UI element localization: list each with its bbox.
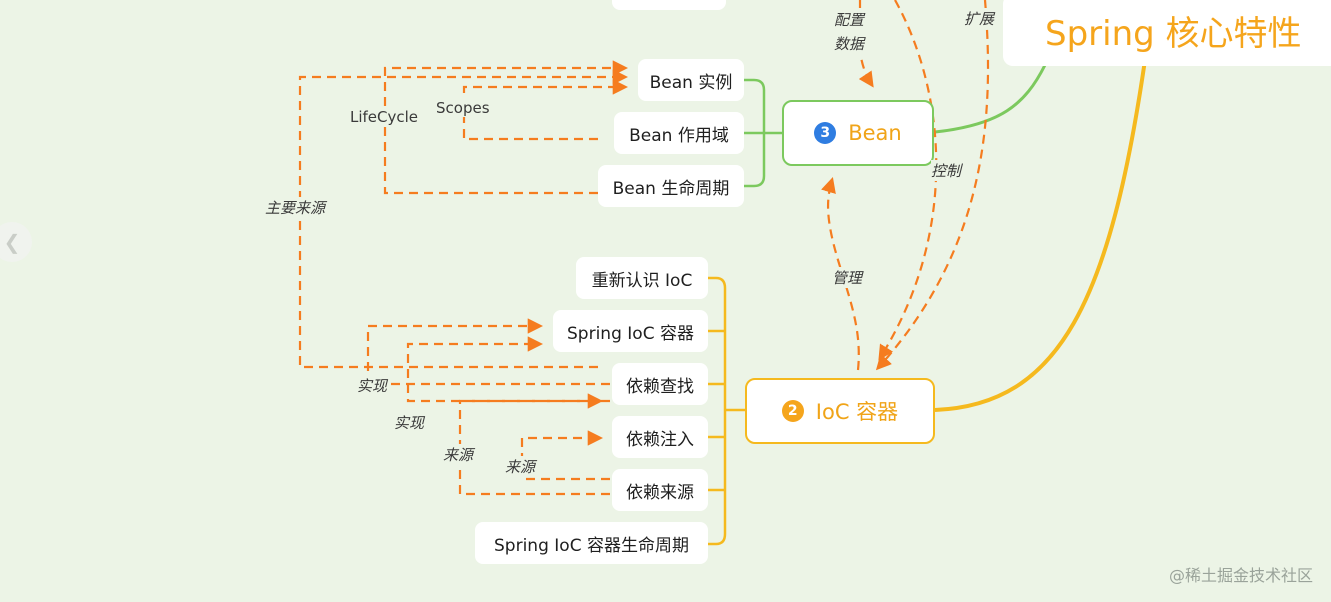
edge-label-scopes: Scopes — [436, 99, 490, 117]
edge-label-lifecycle: LifeCycle — [350, 108, 419, 126]
bean-child-scope[interactable]: Bean 作用域 — [614, 112, 744, 154]
edge-lifecycle — [383, 60, 629, 195]
edge-scopes — [462, 79, 629, 141]
ioc-node-label: IoC 容器 — [815, 400, 899, 424]
edge-label-control: 控制 — [931, 160, 962, 181]
branch-title-to-ioc — [934, 59, 1147, 412]
ioc-container-node[interactable]: 2 IoC 容器 — [745, 378, 935, 444]
number-badge-icon: 2 — [781, 400, 804, 422]
ioc-child-container-lifecycle[interactable]: Spring IoC 容器生命周期 — [475, 522, 708, 564]
edge-label-manage: 管理 — [832, 267, 863, 288]
watermark: @稀土掘金技术社区 — [1168, 566, 1313, 585]
ioc-child-container[interactable]: Spring IoC 容器 — [553, 310, 708, 352]
edge-label-impl-2: 实现 — [394, 412, 425, 433]
bean-children-connector — [744, 78, 782, 188]
bean-child-instance[interactable]: Bean 实例 — [638, 59, 744, 101]
edge-manage — [821, 177, 860, 371]
bean-child-lifecycle[interactable]: Bean 生命周期 — [598, 165, 744, 207]
ioc-child-injection[interactable]: 依赖注入 — [612, 416, 708, 458]
edge-main-source — [298, 69, 629, 369]
ioc-child-lookup[interactable]: 依赖查找 — [612, 363, 708, 405]
partial-node[interactable] — [612, 0, 726, 10]
edge-label-source-1: 来源 — [443, 444, 474, 465]
branch-title-to-bean — [934, 64, 1047, 134]
edge-label-impl-1: 实现 — [357, 375, 388, 396]
edge-source-2 — [520, 430, 610, 481]
ioc-child-rethink[interactable]: 重新认识 IoC — [576, 257, 708, 299]
edge-control — [878, 0, 938, 361]
root-title[interactable]: Spring 核心特性 — [1003, 0, 1331, 66]
edge-impl-1 — [366, 318, 610, 386]
edge-label-extend: 扩展 — [964, 8, 995, 29]
bean-node-label: Bean — [848, 121, 902, 145]
edge-label-config-data: 配置 数据 — [834, 8, 865, 56]
bean-node[interactable]: 3 Bean — [782, 100, 934, 166]
number-badge-icon: 3 — [814, 122, 837, 144]
edge-impl-2 — [406, 336, 610, 403]
ioc-child-source[interactable]: 依赖来源 — [612, 469, 708, 511]
edge-label-main-source: 主要来源 — [265, 197, 326, 218]
chevron-left-icon[interactable]: ❮ — [0, 222, 32, 262]
edge-extend — [875, 0, 990, 371]
edge-label-source-2: 来源 — [505, 456, 536, 477]
